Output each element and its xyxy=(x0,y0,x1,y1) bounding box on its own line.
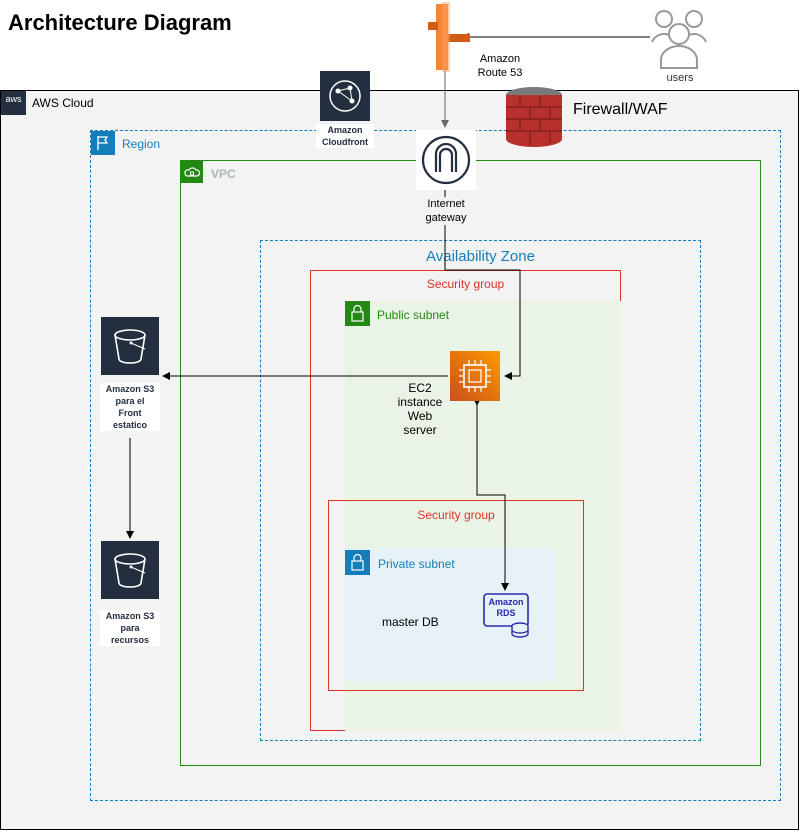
s3-front-node xyxy=(101,317,159,375)
private-subnet-lock-icon xyxy=(345,550,370,575)
users-label: users xyxy=(666,72,694,84)
igw-to-ec2-arrow xyxy=(444,190,521,380)
internet-gateway-label: Internet gateway xyxy=(410,197,482,225)
public-subnet-lock-icon xyxy=(345,301,370,326)
cloudfront-icon xyxy=(320,71,370,121)
route53-icon xyxy=(428,2,470,72)
private-subnet xyxy=(345,548,555,681)
region-label: Region xyxy=(122,137,161,151)
ec2-rds-link xyxy=(473,398,509,591)
rds-icon: Amazon RDS xyxy=(482,592,532,640)
users-icon xyxy=(651,10,707,69)
s3-bucket-icon xyxy=(114,329,146,364)
vpc-cloud-icon xyxy=(181,161,203,183)
availability-zone-label: Availability Zone xyxy=(426,248,535,265)
s3-resources-label-text: Amazon S3 para recursos xyxy=(105,611,155,645)
s3-resources-node xyxy=(101,541,159,599)
region-flag-icon xyxy=(91,131,115,155)
s3-front-label-text: Amazon S3 para el Front estatico xyxy=(105,384,155,430)
s3-bucket-icon xyxy=(114,553,146,588)
private-subnet-label: Private subnet xyxy=(378,557,455,571)
internet-gateway-icon xyxy=(421,135,471,185)
ec2-icon xyxy=(450,351,500,401)
public-subnet-label: Public subnet xyxy=(377,308,450,322)
s3-resources-label: Amazon S3 para recursos xyxy=(100,610,160,646)
ec2-label-text: EC2 instance Web server xyxy=(397,381,443,437)
aws-logo-icon: aws xyxy=(1,91,26,115)
route53-label: Amazon Route 53 xyxy=(470,52,530,80)
firewall-label: Firewall/WAF xyxy=(573,101,668,118)
aws-cloud-label: AWS Cloud xyxy=(32,96,94,110)
internet-gateway-node xyxy=(416,130,476,190)
internet-gateway-label-text: Internet gateway xyxy=(425,198,467,224)
s3-front-label: Amazon S3 para el Front estatico xyxy=(100,383,160,431)
diagram-title: Architecture Diagram xyxy=(8,10,232,35)
cloudfront-label-text: Amazon Cloudfront xyxy=(322,125,368,147)
ec2-label: EC2 instance Web server xyxy=(390,381,450,437)
availability-zone-container xyxy=(260,240,701,741)
security-group-public-label: Security group xyxy=(426,277,505,291)
firewall-icon xyxy=(506,87,562,147)
route53-label-text: Amazon Route 53 xyxy=(477,53,523,79)
master-db-label: master DB xyxy=(382,615,439,629)
cloudfront-label: Amazon Cloudfront xyxy=(316,124,374,148)
security-group-private xyxy=(328,500,584,691)
vpc-label: VPC xyxy=(211,167,236,181)
rds-icon-text: Amazon RDS xyxy=(488,597,524,618)
